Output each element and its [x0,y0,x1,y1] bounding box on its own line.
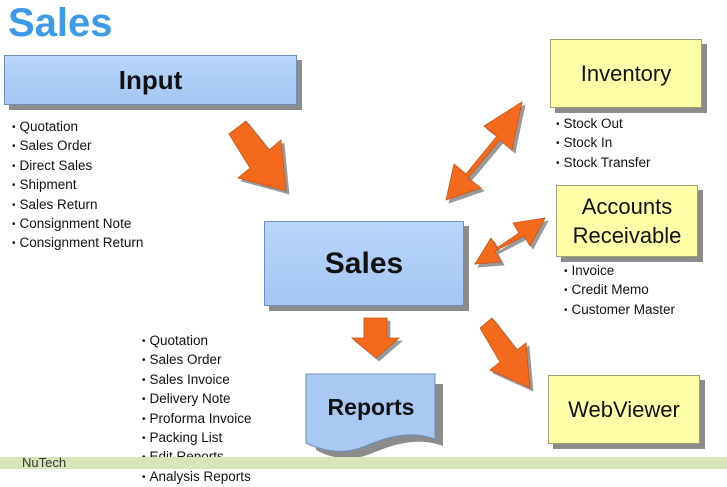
list-item: Shipment [12,176,143,195]
list-item: Quotation [142,332,252,351]
list-item: Customer Master [564,301,676,320]
webviewer-label: WebViewer [568,396,680,422]
accounts-receivable-box: Accounts Receivable [556,185,698,257]
sales-box: Sales [264,221,464,306]
list-item: Stock Out [556,115,651,134]
input-box: Input [4,55,297,105]
inventory-label: Inventory [580,60,672,86]
list-item: Packing List [142,429,252,448]
arrow-sales-accounts [474,217,546,265]
input-list: Quotation Sales Order Direct Sales Shipm… [12,118,144,254]
arrow-input-to-sales [228,120,287,192]
arrow-sales-inventory [445,101,523,201]
accounts-receivable-list: Invoice Credit Memo Customer Master [564,262,676,320]
list-item: Credit Memo [564,281,675,300]
list-item: Sales Return [12,196,143,215]
accounts-label-line1: Accounts [581,194,673,219]
inventory-list: Stock Out Stock In Stock Transfer [556,115,651,173]
list-item: Stock Transfer [556,154,651,173]
accounts-label-line2: Receivable [572,223,682,248]
sales-label: Sales [324,246,404,280]
input-label: Input [118,64,183,95]
list-item: Quotation [12,118,143,137]
inventory-box: Inventory [550,39,702,108]
list-item: Sales Order [12,137,143,156]
list-item: Consignment Note [12,215,143,234]
list-item: Direct Sales [12,157,143,176]
reports-label: Reports [327,393,415,420]
list-item: Delivery Note [142,390,252,409]
flow-arrows [228,101,546,389]
footer-logo-text: NuTech [22,455,67,470]
reports-box [305,373,443,459]
list-item: Invoice [564,262,675,281]
list-item: Analysis Reports [142,468,252,487]
list-item: Sales Order [142,351,252,370]
arrow-sales-to-reports [350,317,401,359]
arrow-sales-to-webviewer [479,317,531,389]
list-item: Proforma Invoice [142,410,252,429]
footer-bar [0,457,727,469]
page-title: Sales [8,1,113,45]
reports-label-wrap: Reports [306,386,436,428]
list-item: Stock In [556,134,651,153]
webviewer-box: WebViewer [548,375,700,444]
list-item: Consignment Return [12,234,144,253]
list-item: Sales Invoice [142,371,252,390]
